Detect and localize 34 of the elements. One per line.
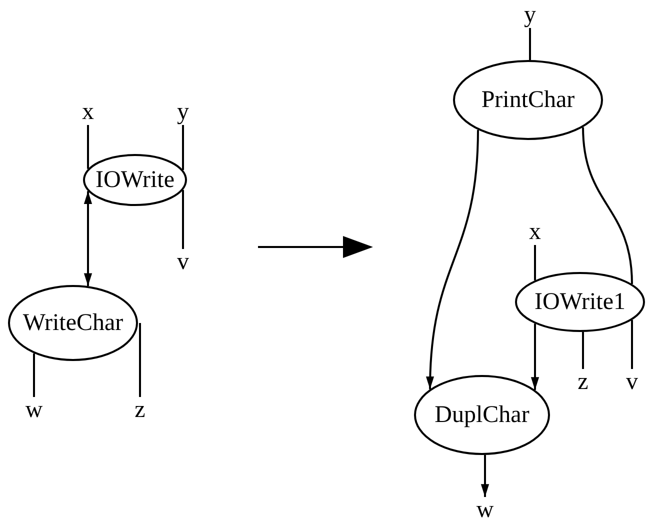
node-label: IOWrite (96, 168, 174, 192)
node-label: DuplChar (434, 403, 530, 427)
process-ellipse (8, 285, 138, 361)
connector-line (534, 245, 536, 280)
arrow (480, 454, 490, 497)
port-label: v (626, 370, 638, 394)
process-ellipse (83, 154, 187, 206)
port-label: x (529, 220, 541, 244)
connector-line (139, 323, 141, 397)
port-label: x (82, 100, 94, 124)
arrow (530, 324, 540, 390)
connector-line (87, 125, 89, 169)
connector-line (582, 332, 584, 369)
arrow (84, 191, 92, 286)
connector-line (33, 353, 35, 397)
node-label: IOWrite1 (534, 290, 626, 314)
process-ellipse (515, 272, 645, 332)
process-ellipse (453, 60, 603, 140)
port-label: z (578, 370, 588, 394)
arrow (426, 130, 479, 390)
port-label: w (476, 498, 494, 522)
port-label: z (134, 398, 146, 422)
connector-line (182, 125, 184, 170)
node-label: WriteChar (22, 311, 124, 335)
port-label: y (524, 3, 536, 27)
connector-line (529, 28, 531, 60)
connector-line (182, 190, 184, 249)
port-label: w (25, 398, 43, 422)
node-label: PrintChar (481, 88, 575, 112)
port-label: y (177, 100, 189, 124)
connector-line (631, 320, 633, 369)
process-ellipse (414, 375, 550, 455)
connector-line (582, 127, 633, 284)
port-label: v (177, 250, 189, 274)
